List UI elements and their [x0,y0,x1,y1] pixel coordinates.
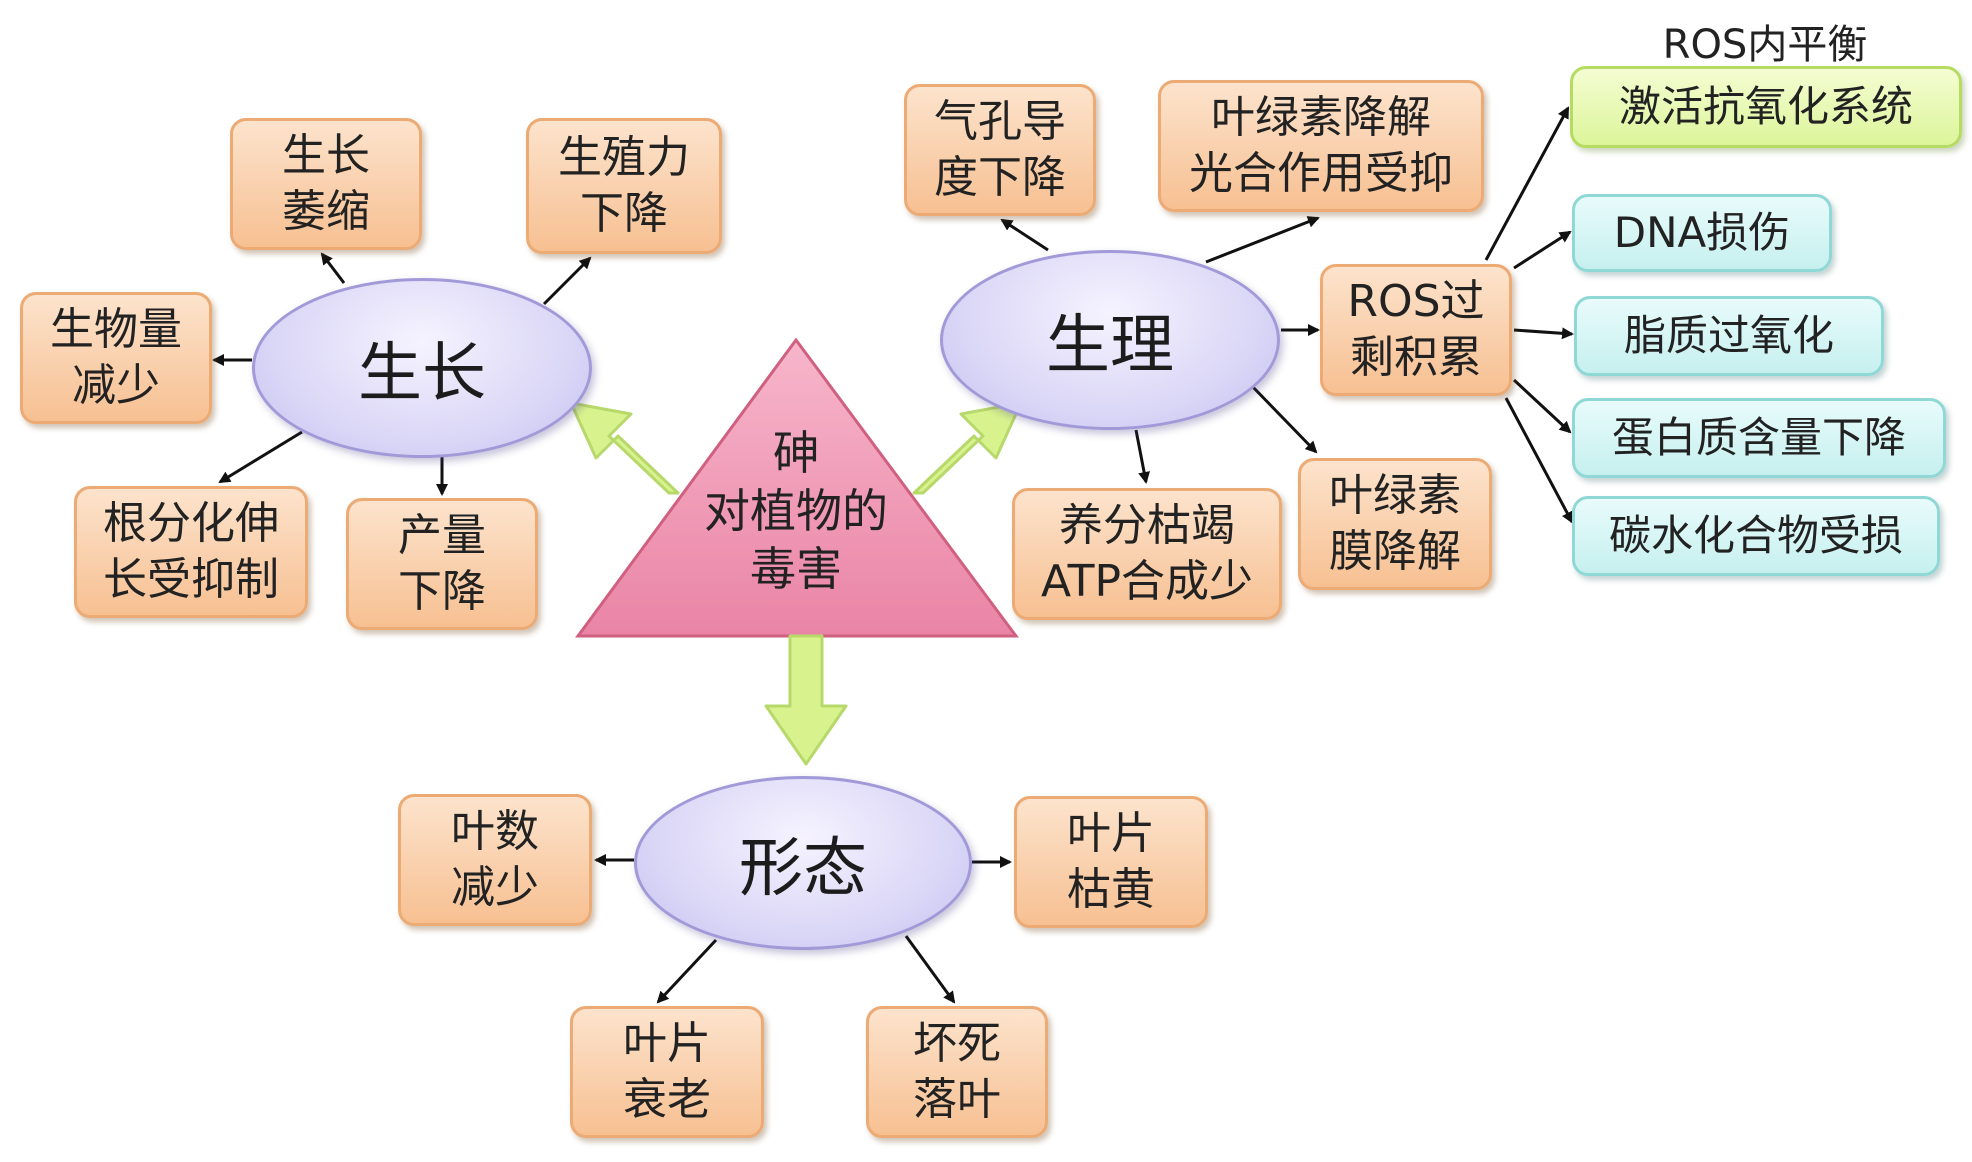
connector-growth-wilting [320,252,346,284]
effect-leaf-yellowing: 叶片 枯黄 [1014,796,1208,928]
ros-homeostasis-label: ROS内平衡 [1662,22,1868,68]
effect-growth-wilting: 生长 萎缩 [230,118,422,250]
effect-protein-decline: 蛋白质含量下降 [1572,398,1946,478]
effect-nutrient-atp: 养分枯竭 ATP合成少 [1012,488,1282,620]
effect-biomass-reduction: 生物量 减少 [20,292,212,424]
connector-ros-antioxidant [1484,106,1570,261]
category-morphology: 形态 [634,776,972,950]
category-physiology: 生理 [940,250,1280,430]
effect-leaf-count-reduction: 叶数 减少 [398,794,592,926]
arrow-to-morphology [764,634,848,766]
category-growth: 生长 [252,278,592,458]
effect-stomatal-conductance: 气孔导 度下降 [904,84,1096,216]
connector-growth-root [218,430,303,484]
effect-ros-accumulation: ROS过 剩积累 [1320,264,1512,396]
connector-physiology-chlorophyll [1205,216,1320,264]
effect-chlorophyll-degradation: 叶绿素降解 光合作用受抑 [1158,80,1484,212]
connector-ros-carbohydrate [1504,397,1574,524]
connector-morphology-necrosis [904,935,956,1004]
connector-physiology-membrane [1248,382,1318,454]
effect-dna-damage: DNA损伤 [1572,194,1832,272]
effect-root-inhibition: 根分化伸 长受抑制 [74,486,308,618]
arrow-to-physiology [912,401,1023,495]
effect-yield-decline: 产量 下降 [346,498,538,630]
connector-physiology-nutrient [1134,429,1151,484]
center-label: 砷 对植物的 毒害 [704,426,888,596]
effect-carbohydrate-damage: 碳水化合物受损 [1572,496,1940,576]
effect-chloroplast-membrane: 叶绿素 膜降解 [1298,458,1492,590]
connector-physiology-stomata [1000,218,1049,252]
connector-morphology-senescence [656,938,718,1004]
effect-lipid-peroxidation: 脂质过氧化 [1574,296,1884,376]
connector-growth-fertility [542,256,592,306]
connector-ros-protein [1512,378,1572,434]
effect-antioxidant-activation: 激活抗氧化系统 [1570,66,1962,148]
arrow-to-growth [569,401,680,495]
connector-ros-dna [1513,230,1572,270]
effect-fertility-decline: 生殖力 下降 [526,118,722,254]
connector-ros-lipid [1513,327,1574,340]
effect-leaf-senescence: 叶片 衰老 [570,1006,764,1138]
effect-necrosis-defoliation: 坏死 落叶 [866,1006,1048,1138]
